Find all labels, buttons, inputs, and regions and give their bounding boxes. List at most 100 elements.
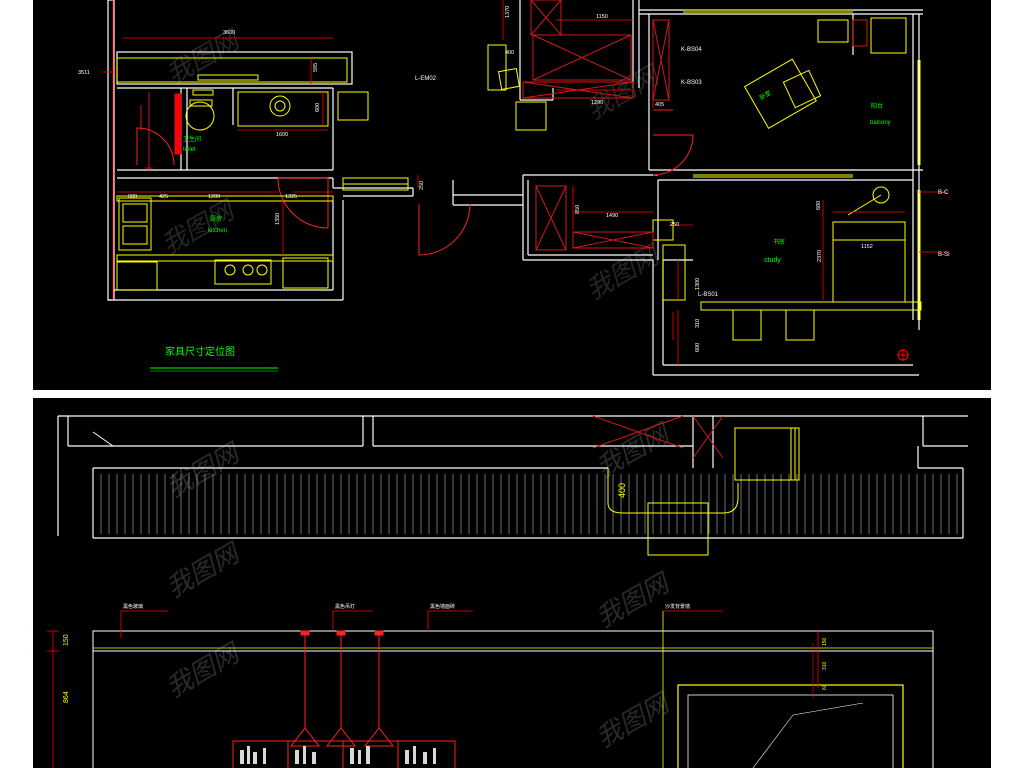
dim-label: 425	[159, 194, 168, 200]
wall-elevation	[92, 611, 934, 768]
elevation-panel: 我图网 我图网 我图网 我图网 我图网 我图网	[33, 398, 991, 768]
tag-bc: B-C	[938, 190, 949, 196]
tag-bsi: B-SI	[938, 252, 950, 258]
kitchen-sink	[118, 197, 152, 251]
watermark-text: 我图网	[582, 240, 667, 306]
enlarged-wardrobe	[592, 415, 724, 459]
dimension-lines	[103, 0, 948, 365]
enlarged-plan	[57, 415, 968, 539]
room-label-bedroom: 卧室	[758, 89, 772, 102]
dimension-numbers: 3600 3511 595 600 1600 1370 1150 400 129…	[78, 6, 873, 352]
watermark-text: 我图网	[592, 418, 677, 484]
room-label-toilet-en: toilet	[183, 147, 196, 153]
dim-label: 250	[419, 181, 425, 190]
dim-label: 3511	[78, 70, 90, 76]
dim-label: 1200	[208, 194, 220, 200]
callout-label: 黑色玻璃	[123, 603, 143, 610]
watermark-text: 我图网	[157, 195, 242, 261]
dim-label: 680	[816, 201, 822, 210]
dim-label: 600	[695, 343, 701, 352]
watermark-text: 我图网	[162, 438, 247, 504]
furniture-plan-panel: 我图网 我图网 我图网 我图网	[33, 0, 991, 390]
elevation-drawing: 我图网 我图网 我图网 我图网 我图网 我图网	[47, 415, 968, 768]
elevation-dims: 150 864 150 310 60	[63, 634, 828, 703]
dim-label: 850	[575, 205, 581, 214]
watermark-group: 我图网 我图网 我图网 我图网	[157, 25, 667, 306]
floor-planks	[100, 474, 958, 534]
dim-label: 2370	[817, 250, 823, 262]
chair	[785, 309, 815, 341]
north-symbol	[897, 349, 909, 361]
dim-label: 400	[617, 483, 627, 498]
tv-frame	[677, 684, 904, 768]
decor-plants	[240, 746, 436, 764]
toilet-bowl	[185, 101, 215, 131]
callout-label: 沙发背景墙	[665, 603, 690, 610]
room-label-kitchen-en: kitchen	[208, 228, 227, 234]
sideboard	[232, 740, 456, 768]
dim-label: 400	[505, 50, 514, 56]
desk-counter	[700, 301, 922, 311]
room-label-kitchen: 厨房	[210, 215, 222, 223]
dim-label: 595	[313, 63, 319, 72]
room-label-study: 书房	[773, 238, 785, 246]
room-labels: 卫生间 toilet 厨房 kitchen 阳台 balcony 书房 stud…	[183, 89, 891, 264]
dim-label: 1370	[505, 6, 511, 18]
equipment-tags: K-BS04 K-BS03 L-EM02 L-BS01 B-C B-SI	[415, 47, 950, 298]
dim-label: 60	[822, 684, 828, 690]
chair	[732, 309, 762, 341]
tag-lbs01: L-BS01	[698, 292, 719, 298]
wash-basin	[269, 95, 291, 117]
dim-label: 1150	[596, 14, 608, 20]
watermark-text: 我图网	[592, 568, 677, 634]
dim-label: 1350	[275, 213, 281, 225]
room-label-toilet: 卫生间	[183, 135, 201, 143]
tv-screen	[687, 694, 894, 768]
enlarged-furniture	[92, 427, 800, 556]
dim-label: 1152	[861, 244, 873, 250]
dim-label: 864	[63, 691, 70, 703]
dim-label: 680	[128, 194, 137, 200]
vanity-counter	[237, 91, 329, 127]
dim-label: 310	[822, 661, 828, 670]
dim-label: 1300	[695, 278, 701, 290]
bed	[832, 221, 906, 303]
plan-title-group: 家具尺寸定位图	[150, 345, 278, 372]
dim-label: 405	[655, 102, 664, 108]
doors	[136, 109, 694, 256]
dim-label: 1290	[591, 100, 603, 106]
plan-title: 家具尺寸定位图	[165, 345, 235, 358]
callout-texts: 黑色玻璃 黑色吊灯 黑色墙面砖 沙发背景墙	[123, 603, 690, 610]
windows	[342, 9, 921, 320]
watermark-text: 我图网	[592, 688, 677, 754]
callout-label: 黑色吊灯	[335, 603, 355, 610]
callout-label: 黑色墙面砖	[430, 603, 455, 610]
furniture	[116, 17, 922, 341]
watermark-text: 我图网	[162, 638, 247, 704]
side-chair	[647, 502, 709, 556]
room-label-balcony-en: balcony	[870, 120, 891, 126]
watermark-text: 我图网	[162, 538, 247, 604]
gas-stove	[214, 259, 272, 285]
dim-label: 150	[63, 634, 70, 646]
dim-label: 250	[670, 222, 679, 228]
dim-label: 1325	[285, 194, 297, 200]
callout-leaders	[47, 610, 819, 768]
armchair	[734, 427, 796, 481]
tag-kbs03: K-BS03	[681, 80, 702, 86]
dim-label: 600	[315, 103, 321, 112]
dim-label: 1490	[606, 213, 618, 219]
study-desk	[743, 58, 817, 129]
room-label-balcony: 阳台	[871, 102, 883, 110]
tag-kbs04: K-BS04	[681, 47, 702, 53]
refrigerator	[282, 257, 329, 289]
dim-label: 3600	[223, 30, 235, 36]
dim-label: 1600	[276, 132, 288, 138]
dim-label: 310	[695, 319, 701, 328]
dim-label: 150	[822, 637, 828, 646]
furniture-plan-drawing: 我图网 我图网 我图网 我图网	[78, 0, 950, 376]
tag-lem02: L-EM02	[415, 76, 437, 82]
built-in-wardrobes	[140, 0, 868, 251]
wardrobe-outline	[116, 57, 348, 83]
balcony-cabinet	[870, 17, 907, 54]
